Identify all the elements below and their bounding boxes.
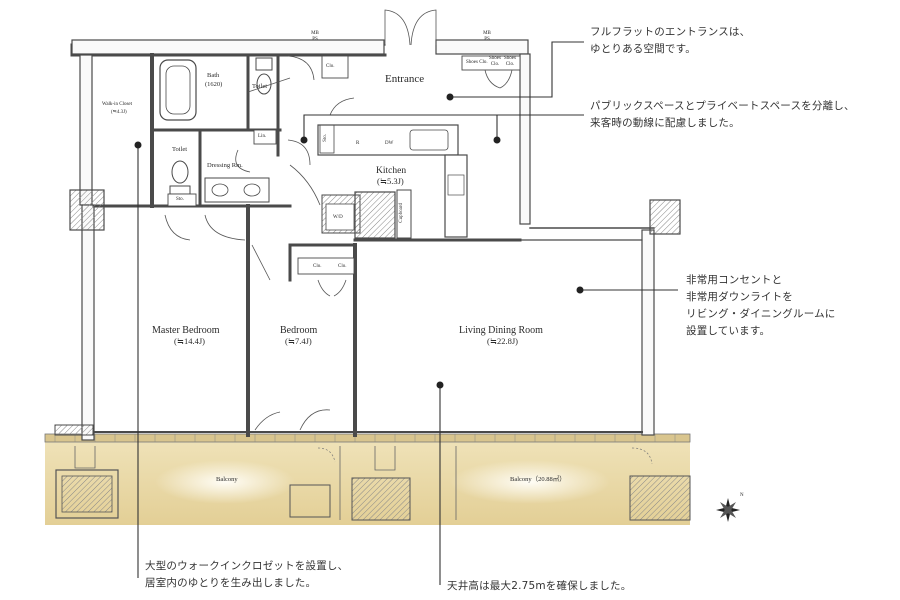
note-zoning-line2: 来客時の動線に配慮しました。: [590, 117, 740, 129]
room-label-kitchen: Kitchen: [376, 166, 407, 176]
note-outlet-line2: 非常用ダウンライトを: [686, 291, 793, 303]
room-label-bedroom: Bedroom: [280, 325, 318, 336]
balcony-label-right: Balcony（20.88㎡）: [510, 476, 566, 483]
room-label-walkin-closet: Walk-in Closet: [102, 102, 133, 107]
room-label-closet-2: Clo.: [338, 264, 347, 269]
room-area-master-bedroom: (≒14.4J): [174, 336, 205, 346]
leader-lines: [137, 41, 678, 585]
appliance-label-washer-dryer: W/D: [333, 215, 343, 220]
appliance-label-refrigerator: R: [356, 141, 360, 146]
room-area-living-dining: (≒22.8J): [487, 336, 518, 346]
room-label-shoes-closet-2: Shoes Clo.: [489, 56, 501, 67]
note-ceiling-height: 天井高は最大2.75mを確保しました。: [447, 580, 632, 592]
appliance-label-dishwasher: DW: [385, 141, 394, 146]
leader-dots: [134, 93, 584, 389]
room-label-linen: Lin.: [258, 134, 267, 139]
room-label-living-dining: Living Dining Room: [459, 325, 543, 336]
balcony-area: [44, 433, 691, 525]
note-zoning: パブリックスペースとプライベートスペースを分離し、 来客時の動線に配慮しました。: [590, 98, 855, 132]
room-label-shoes-closet-3: Shoes Clo.: [504, 56, 516, 67]
note-entrance-line1: フルフラットのエントランスは、: [590, 26, 751, 38]
room-label-shoes-closet-1: Shoes Clo.: [466, 60, 488, 65]
note-closet-line2: 居室内のゆとりを生み出しました。: [145, 577, 317, 589]
room-label-toilet-lower: Toilet: [172, 146, 188, 153]
room-label-dressing: Dressing Rm.: [207, 162, 243, 169]
room-label-entrance: Entrance: [385, 73, 425, 85]
room-label-bath: Bath: [207, 72, 220, 79]
mbps-label-left: MB PS: [306, 31, 324, 43]
note-outlet-line3: リビング・ダイニングルームに: [686, 308, 836, 320]
room-label-storage: Sto.: [176, 197, 184, 202]
mbps-text: MB PS: [483, 31, 491, 42]
walls: [54, 39, 681, 441]
compass-north-label: N: [740, 493, 744, 498]
mbps-text: MB PS: [311, 31, 319, 42]
compass-icon: [716, 498, 740, 522]
mbps-label-right: MB PS: [478, 31, 496, 43]
note-outlet-line4: 設置しています。: [686, 325, 771, 337]
room-area-kitchen: (≒5.3J): [377, 176, 404, 186]
room-label-toilet-upper: Toilet: [252, 83, 268, 90]
note-entrance: フルフラットのエントランスは、 ゆとりある空間です。: [590, 24, 750, 58]
door-swings: [164, 9, 513, 431]
room-label-storage-kitchen: Sto.: [323, 133, 329, 142]
room-label-closet-entrance: Clo.: [326, 64, 335, 69]
room-label-master-bedroom: Master Bedroom: [152, 325, 220, 336]
room-area-bedroom: (≒7.4J): [285, 336, 312, 346]
room-size-bath: (1620): [205, 81, 223, 88]
note-outlet-line1: 非常用コンセントと: [686, 274, 783, 286]
balcony-label-left: Balcony: [216, 476, 238, 483]
room-label-cupboard: Cupboard: [398, 203, 404, 223]
note-closet-line1: 大型のウォークインクロゼットを設置し、: [145, 560, 349, 572]
note-entrance-line2: ゆとりある空間です。: [590, 43, 696, 55]
note-zoning-line1: パブリックスペースとプライベートスペースを分離し、: [590, 100, 855, 112]
room-label-closet-1: Clo.: [313, 264, 322, 269]
note-walkin-closet: 大型のウォークインクロゼットを設置し、 居室内のゆとりを生み出しました。: [145, 558, 348, 592]
note-emergency-outlet: 非常用コンセントと 非常用ダウンライトを リビング・ダイニングルームに 設置して…: [686, 272, 835, 340]
room-area-walkin-closet: (≒4.3J): [111, 110, 127, 115]
